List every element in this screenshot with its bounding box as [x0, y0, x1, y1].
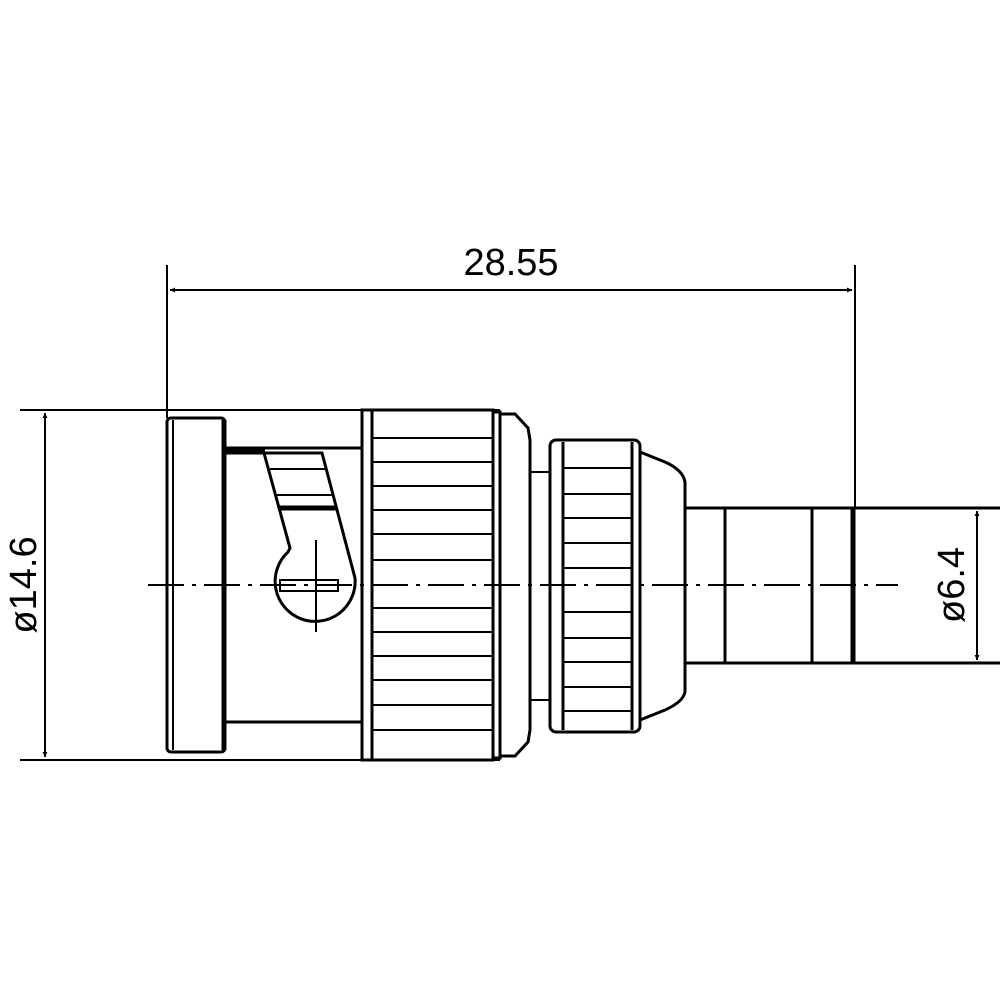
length-dimension-label: 28.55	[463, 242, 558, 284]
bayonet-body	[225, 446, 362, 724]
cable-diameter-label: ø6.4	[931, 547, 973, 623]
neck	[530, 471, 550, 701]
max-diameter-dimension: ø14.6	[3, 409, 500, 761]
crimp-sleeve	[685, 506, 1000, 665]
bayonet-slot	[262, 451, 357, 632]
length-dimension: 28.55	[166, 242, 856, 508]
max-diameter-label: ø14.6	[3, 536, 45, 633]
cable-diameter-dimension: ø6.4	[931, 511, 980, 660]
